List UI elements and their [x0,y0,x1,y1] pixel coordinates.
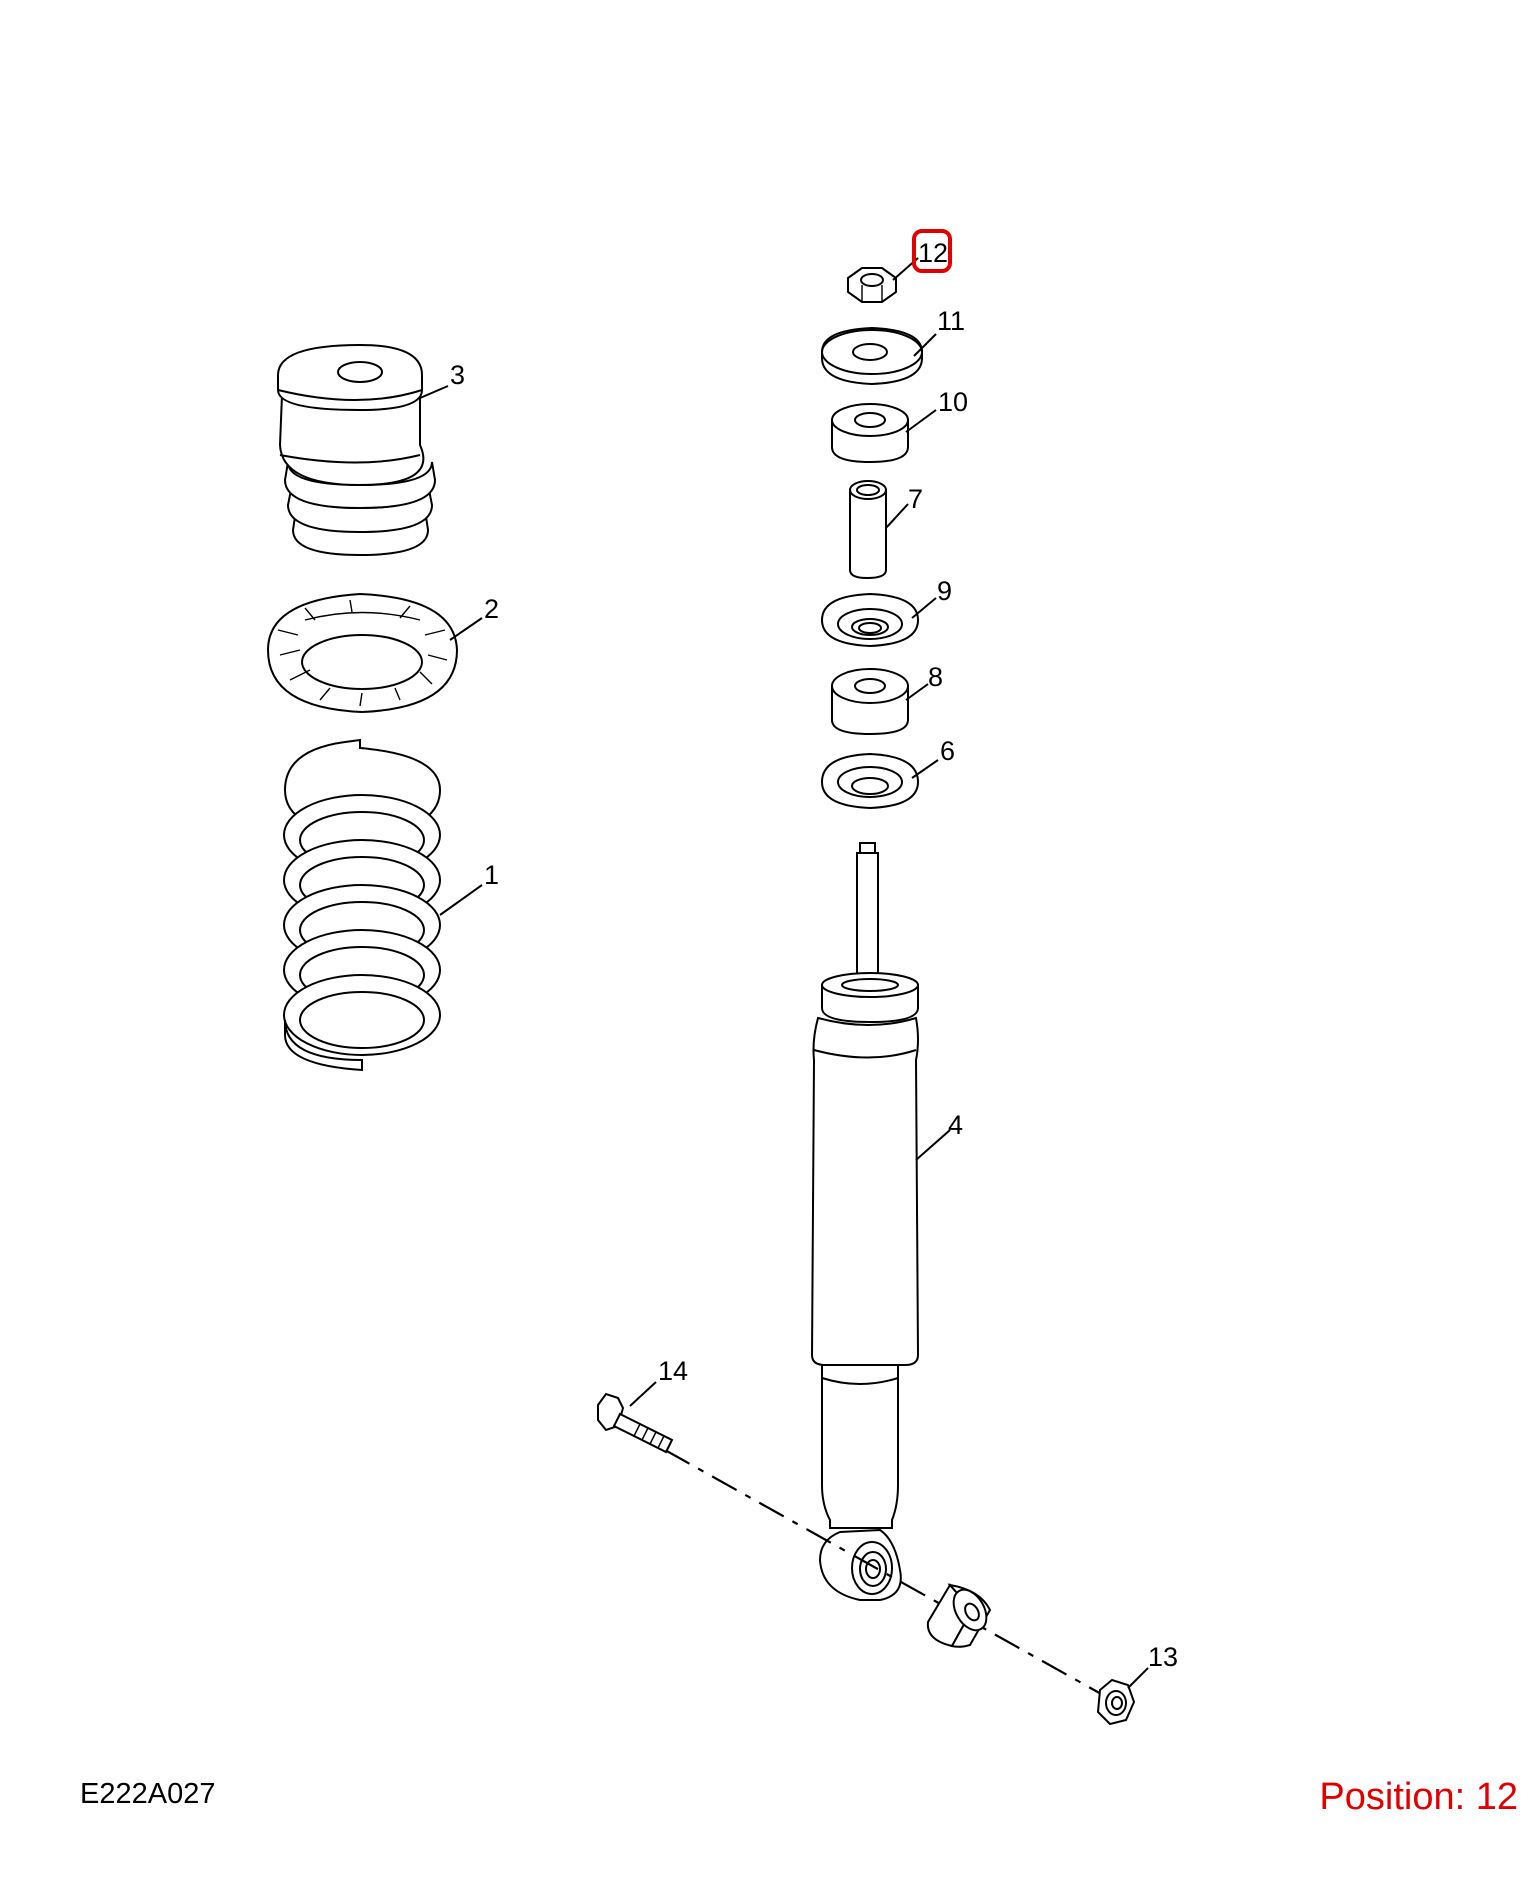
callout-3: 3 [450,360,465,390]
part-9-cup-washer[interactable] [820,592,920,648]
callout-10: 10 [938,387,968,417]
part-7-sleeve[interactable] [849,480,887,580]
part-6-cup-washer[interactable] [820,752,920,810]
part-3-bump-stop[interactable] [277,343,437,557]
drawing-code: E222A027 [80,1778,216,1810]
callout-12: 12 [918,238,948,268]
part-14-bolt[interactable] [597,1392,674,1454]
callout-13: 13 [1148,1642,1178,1672]
part-11-washer[interactable] [821,326,923,386]
callout-12-highlight [912,229,952,273]
bolt-axis-line [664,1449,1113,1701]
callout-6: 6 [940,736,955,766]
spacer-bushing[interactable] [926,1583,993,1648]
callout-4: 4 [948,1110,963,1140]
part-4-shock-absorber[interactable] [810,842,920,1601]
part-13-nut[interactable] [1096,1678,1136,1726]
callout-8: 8 [928,662,943,692]
callout-11: 11 [937,306,965,336]
callout-1: 1 [484,860,499,890]
callout-7: 7 [908,484,923,514]
part-2-spring-seat[interactable] [266,592,459,714]
part-1-coil-spring[interactable] [283,738,442,1072]
callout-9: 9 [937,576,952,606]
part-10-bushing[interactable] [831,403,909,464]
callout-14: 14 [658,1356,688,1386]
part-12-nut[interactable] [847,267,897,303]
position-label: Position: 12 [1319,1776,1518,1818]
part-8-bushing[interactable] [831,668,909,736]
callout-2: 2 [484,594,499,624]
